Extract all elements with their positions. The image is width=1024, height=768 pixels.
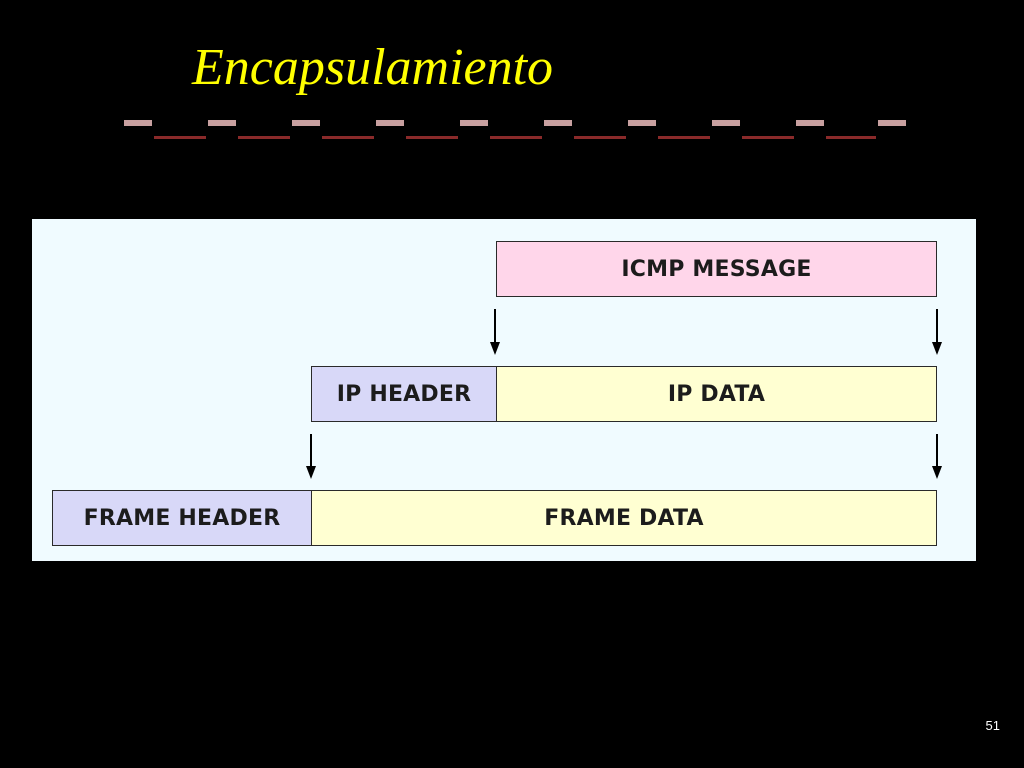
frame-header-box: FRAME HEADER bbox=[52, 490, 312, 546]
encapsulation-arrows bbox=[306, 309, 942, 479]
title-decorative-rule bbox=[124, 120, 906, 139]
ip-data-box: IP DATA bbox=[496, 366, 937, 422]
encapsulation-diagram: ICMP MESSAGE IP HEADER IP DATA FRAME HEA… bbox=[32, 219, 976, 561]
icmp-message-box: ICMP MESSAGE bbox=[496, 241, 937, 297]
frame-data-box: FRAME DATA bbox=[311, 490, 937, 546]
ip-header-box: IP HEADER bbox=[311, 366, 497, 422]
page-number: 51 bbox=[985, 718, 1000, 733]
slide-title: Encapsulamiento bbox=[192, 39, 554, 96]
